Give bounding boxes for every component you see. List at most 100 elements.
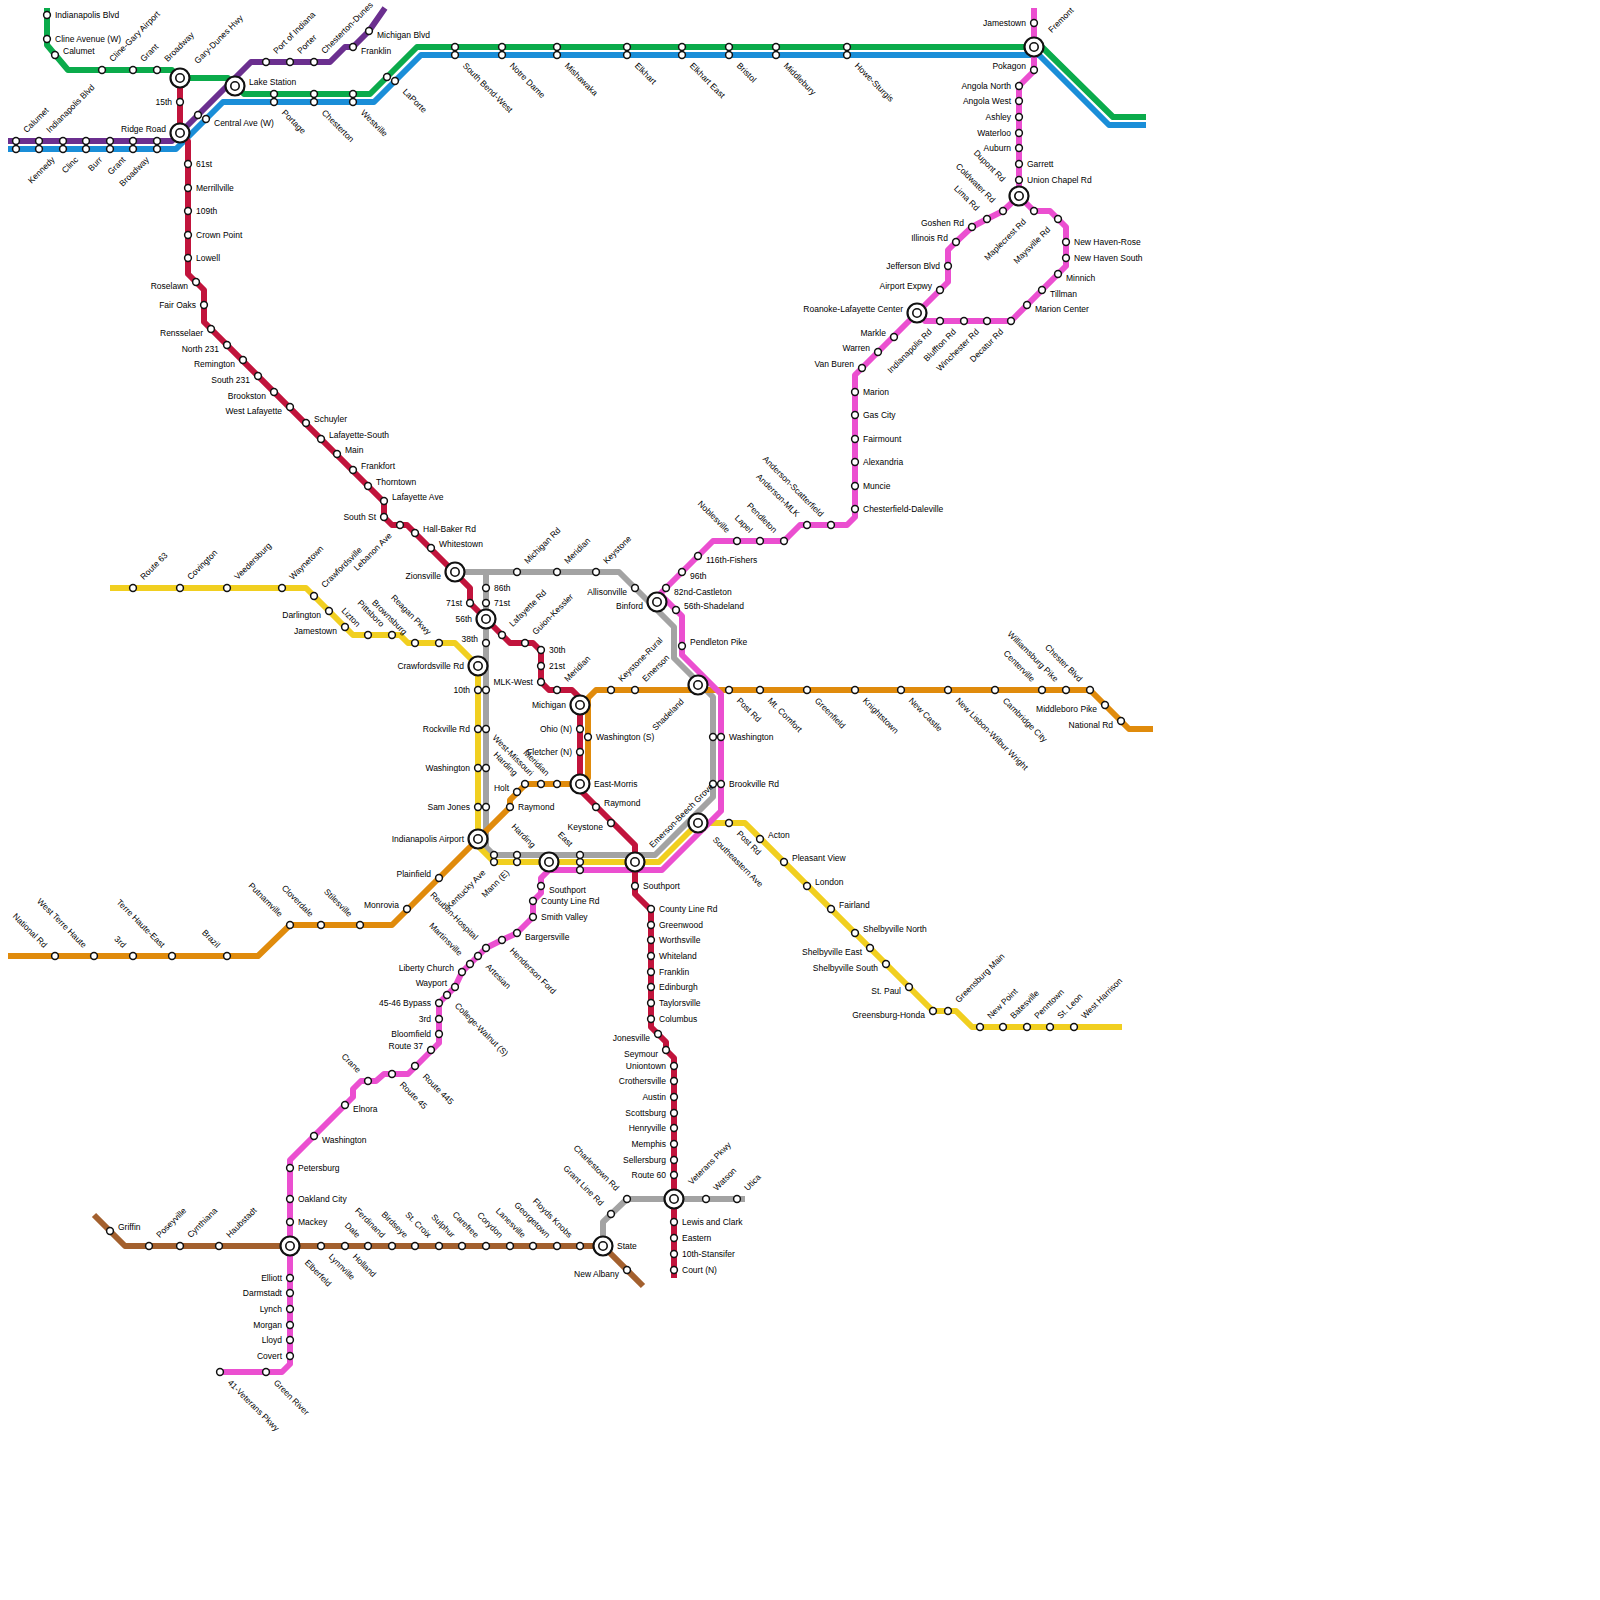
station-label: College-Walnut (S) bbox=[452, 1000, 510, 1058]
interchange-core bbox=[631, 858, 639, 866]
station-label: Ridge Road bbox=[121, 124, 166, 135]
station-label: Raymond bbox=[518, 802, 554, 813]
station-dot bbox=[984, 216, 991, 223]
station-dot bbox=[459, 969, 466, 976]
station-label: Shadeland bbox=[650, 697, 687, 734]
station-dot bbox=[1071, 1024, 1078, 1031]
station-dot bbox=[177, 99, 184, 106]
station-label: Roselawn bbox=[151, 281, 188, 292]
interchange-core bbox=[576, 780, 584, 788]
station-dot bbox=[648, 922, 655, 929]
station-dot bbox=[483, 804, 490, 811]
station-label: Indianapolis Blvd bbox=[55, 10, 119, 21]
interchange-ring bbox=[571, 775, 590, 794]
station-label: Griffin bbox=[118, 1222, 141, 1233]
station-dot bbox=[483, 640, 490, 647]
station-dot bbox=[52, 953, 59, 960]
station-label: Marion bbox=[863, 387, 889, 398]
station-label: County Line Rd bbox=[541, 896, 600, 907]
station-dot bbox=[169, 953, 176, 960]
station-label: Haubstadt bbox=[224, 1206, 259, 1241]
station-label: Fair Oaks bbox=[159, 300, 196, 311]
station-label: Veedersburg bbox=[232, 541, 274, 583]
station-label: Columbus bbox=[659, 1014, 697, 1025]
station-label: East bbox=[555, 830, 575, 850]
station-label: Pokagon bbox=[992, 61, 1026, 72]
station-label: County Line Rd bbox=[659, 904, 718, 915]
station-label: LaPorte bbox=[400, 86, 429, 115]
station-label: Chesterton bbox=[319, 107, 356, 144]
station-label: Crown Point bbox=[196, 230, 242, 241]
station-label: 3rd bbox=[419, 1014, 431, 1025]
station-dot bbox=[522, 781, 529, 788]
station-label: London bbox=[815, 877, 843, 888]
station-label: Angola North bbox=[961, 81, 1011, 92]
station-dot bbox=[52, 52, 59, 59]
station-dot bbox=[624, 44, 631, 51]
station-dot bbox=[554, 52, 561, 59]
station-dot bbox=[444, 992, 451, 999]
station-label: Crane bbox=[339, 1052, 363, 1076]
station-dot bbox=[648, 906, 655, 913]
station-dot bbox=[984, 318, 991, 325]
station-dot bbox=[436, 1016, 443, 1023]
station-dot bbox=[538, 663, 545, 670]
station-label: Brookville Rd bbox=[729, 779, 779, 790]
station-dot bbox=[757, 538, 764, 545]
station-dot bbox=[342, 624, 349, 631]
station-dot bbox=[1008, 318, 1015, 325]
station-label: Acton bbox=[768, 830, 790, 841]
station-dot bbox=[679, 52, 686, 59]
station-dot bbox=[577, 852, 584, 859]
station-dot bbox=[1031, 20, 1038, 27]
station-dot bbox=[311, 1133, 318, 1140]
station-label: Green River bbox=[271, 1377, 311, 1417]
station-dot bbox=[554, 687, 561, 694]
interchange-core bbox=[670, 1195, 678, 1203]
station-label: Minnich bbox=[1066, 273, 1095, 284]
station-label: Elkhart East bbox=[687, 60, 727, 100]
station-dot bbox=[436, 875, 443, 882]
station-label: Thorntown bbox=[376, 477, 416, 488]
station-label: Washington bbox=[322, 1135, 367, 1146]
station-dot bbox=[757, 687, 764, 694]
station-dot bbox=[311, 91, 318, 98]
station-dot bbox=[632, 585, 639, 592]
interchange-core bbox=[653, 598, 661, 606]
station-dot bbox=[263, 59, 270, 66]
station-label: 38th bbox=[461, 634, 478, 645]
station-dot bbox=[1118, 718, 1125, 725]
station-dot bbox=[898, 687, 905, 694]
station-label: Grant bbox=[138, 42, 161, 65]
station-dot bbox=[287, 1322, 294, 1329]
station-dot bbox=[804, 522, 811, 529]
station-dot bbox=[350, 467, 357, 474]
station-label: Bargersville bbox=[525, 932, 569, 943]
station-label: Cloverdale bbox=[279, 883, 316, 920]
station-dot bbox=[224, 953, 231, 960]
station-label: Lewis and Clark bbox=[682, 1217, 742, 1228]
station-dot bbox=[326, 608, 333, 615]
station-label: Stilesville bbox=[322, 887, 355, 920]
station-label: Chesterfield-Daleville bbox=[863, 504, 943, 515]
station-label: Roanoke-Lafayette Center bbox=[803, 304, 903, 315]
station-label: Fairland bbox=[839, 900, 870, 911]
station-dot bbox=[781, 859, 788, 866]
station-dot bbox=[852, 483, 859, 490]
station-dot bbox=[271, 91, 278, 98]
interchange-core bbox=[913, 309, 921, 317]
station-label: Elnora bbox=[353, 1104, 378, 1115]
station-dot bbox=[357, 922, 364, 929]
interchange-core bbox=[286, 1242, 294, 1250]
station-dot bbox=[287, 1290, 294, 1297]
station-label: Cline Avenue (W) bbox=[55, 34, 121, 45]
station-dot bbox=[726, 687, 733, 694]
station-dot bbox=[287, 1337, 294, 1344]
station-label: Pendleton Pike bbox=[690, 637, 747, 648]
station-dot bbox=[679, 44, 686, 51]
station-label: Watson bbox=[711, 1166, 739, 1194]
station-dot bbox=[1055, 216, 1062, 223]
station-dot bbox=[436, 1000, 443, 1007]
station-label: 10th-Stansifer bbox=[682, 1249, 735, 1260]
station-dot bbox=[428, 545, 435, 552]
